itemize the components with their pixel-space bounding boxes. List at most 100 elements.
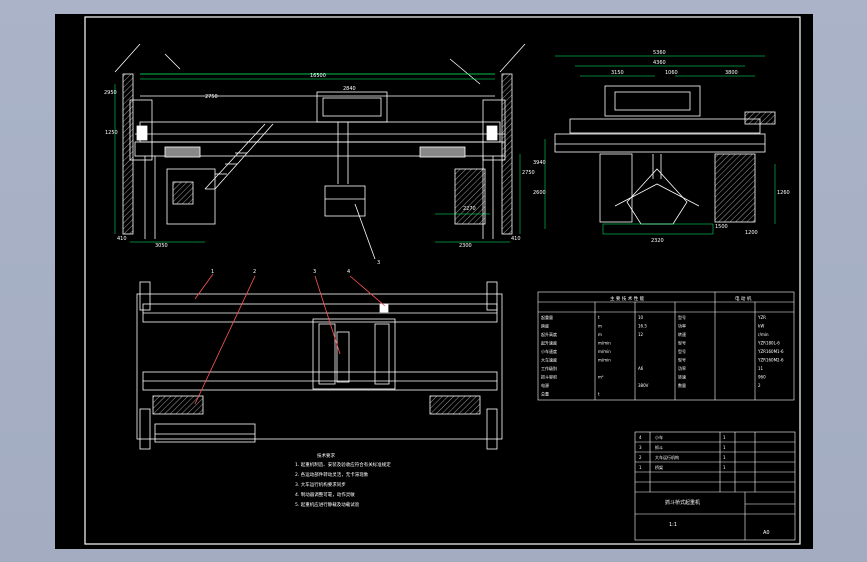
title-block-scale: 1:1 <box>669 522 677 528</box>
param-cell: m³ <box>598 375 604 380</box>
side-trolley <box>604 85 701 117</box>
param-cell: YZR180L-6 <box>757 341 780 346</box>
title-block-name: 抓斗桥式起重机 <box>665 499 700 506</box>
plan-bridge-outline <box>136 293 503 440</box>
grab-bucket-side <box>626 168 688 225</box>
side-dim-d: 3940 <box>533 160 546 166</box>
side-dim-g: 2320 <box>651 238 664 244</box>
dim-vert-2: 2270 <box>463 206 476 212</box>
tech-notes-title: 技术要求 <box>317 452 335 459</box>
param-table-title: 主 要 技 术 性 能 <box>610 295 645 302</box>
parts-cell: 桥架 <box>655 464 663 470</box>
parts-cell: 1 <box>723 435 726 440</box>
param-cell: 抓斗容积 <box>541 374 557 380</box>
dim-left-h: 2950 <box>104 90 117 96</box>
plan-trolley <box>312 318 396 390</box>
param-cell: 转速 <box>678 331 686 337</box>
dim-trolley: 2840 <box>343 86 356 92</box>
param-cell: 起升高度 <box>541 331 557 337</box>
param-cell: 16.5 <box>638 324 647 329</box>
trolley <box>316 91 388 123</box>
dim-base-left: 3050 <box>155 243 168 249</box>
param-cell: 起升速度 <box>541 340 557 346</box>
side-dim-inner: 4360 <box>653 60 666 66</box>
side-dim-c: 3800 <box>725 70 738 76</box>
tech-note-5: 5. 起重机应进行静载及动载试验 <box>295 501 360 508</box>
plan-callout-1: 1 <box>211 269 214 275</box>
side-dim-a: 3150 <box>611 70 624 76</box>
param-cell: m/min <box>598 349 611 354</box>
param-cell: 960 <box>758 375 766 380</box>
param-cell: m <box>598 324 602 329</box>
dim-rail: 2750 <box>205 94 218 100</box>
title-block <box>634 431 796 541</box>
left-wall-hatch <box>122 73 134 235</box>
drawing-sheet: 16500 2840 2750 2950 2750 410 410 3050 2… <box>55 14 813 549</box>
param-cell: YZR160M1-6 <box>757 349 784 354</box>
plan-view <box>136 273 503 450</box>
title-block-dwg-no: A0 <box>763 530 770 536</box>
param-cell: r/min <box>758 332 769 337</box>
param-cell: 11 <box>758 366 764 371</box>
parts-cell: 抓斗 <box>655 444 663 450</box>
drawing-canvas: 16500 2840 2750 2950 2750 410 410 3050 2… <box>84 16 801 545</box>
parts-cell: 1 <box>723 445 726 450</box>
param-cell: 跨度 <box>541 323 549 329</box>
param-cell: 总重 <box>541 391 549 397</box>
param-cell: 小车速度 <box>541 348 557 354</box>
param-cell: t <box>598 315 600 320</box>
side-dim-i: 1200 <box>745 230 758 236</box>
side-dim-b: 1060 <box>665 70 678 76</box>
parts-cell: 小车 <box>655 434 663 440</box>
param-cell: t <box>598 392 600 397</box>
side-dim-f: 1260 <box>777 190 790 196</box>
param-cell: kW <box>758 324 764 329</box>
plan-callout-3: 3 <box>313 269 316 275</box>
param-cell: A6 <box>638 366 644 371</box>
parameter-table <box>537 291 795 401</box>
param-cell: 型号 <box>678 340 686 346</box>
parts-cell: 1 <box>723 465 726 470</box>
side-dim-e: 2600 <box>533 190 546 196</box>
tech-note-3: 3. 大车运行机构要求同步 <box>295 481 346 488</box>
drawing-frame <box>84 16 801 545</box>
tech-note-2: 2. 各运动部件转动灵活，无卡滞现象 <box>295 471 369 478</box>
param-cell: YZR160M2-6 <box>757 358 784 363</box>
tech-note-4: 4. 制动器调整可靠，动作灵敏 <box>295 491 355 498</box>
side-dim-overall: 5360 <box>653 50 666 56</box>
plan-callout-2: 2 <box>253 269 256 275</box>
param-cell: m/min <box>598 341 611 346</box>
parts-cell: 4 <box>639 435 642 440</box>
param-cell: 380V <box>638 383 649 388</box>
dim-left-edge: 410 <box>117 236 127 242</box>
plan-callout-4: 4 <box>347 269 350 275</box>
param-cell: m <box>598 332 602 337</box>
param-cell: 大车速度 <box>541 357 557 363</box>
parts-cell: 1 <box>723 455 726 460</box>
dim-vert-1: 1250 <box>105 130 118 136</box>
param-cell: 12 <box>638 332 644 337</box>
param-cell: 型号 <box>678 314 686 320</box>
parts-cell: 3 <box>639 445 642 450</box>
dim-span: 16500 <box>310 73 326 79</box>
front-elevation-view <box>114 43 526 260</box>
param-cell: 工作级别 <box>541 365 557 371</box>
parts-cell: 大车运行机构 <box>655 454 679 460</box>
side-elevation-view <box>544 55 776 235</box>
param-table-subtitle: 电 动 机 <box>735 295 752 302</box>
operator-cab <box>166 168 216 225</box>
dim-base-right: 2300 <box>459 243 472 249</box>
dim-right-h: 2750 <box>522 170 535 176</box>
param-cell: 转速 <box>678 374 686 380</box>
right-wall-hatch <box>501 73 513 235</box>
param-cell: 10 <box>638 315 644 320</box>
param-cell: 2 <box>758 383 761 388</box>
grab-callout: 3 <box>377 260 380 266</box>
param-cell: 功率 <box>678 365 686 371</box>
grab-bucket <box>324 185 366 217</box>
dim-right-edge: 410 <box>511 236 521 242</box>
param-cell: m/min <box>598 358 611 363</box>
